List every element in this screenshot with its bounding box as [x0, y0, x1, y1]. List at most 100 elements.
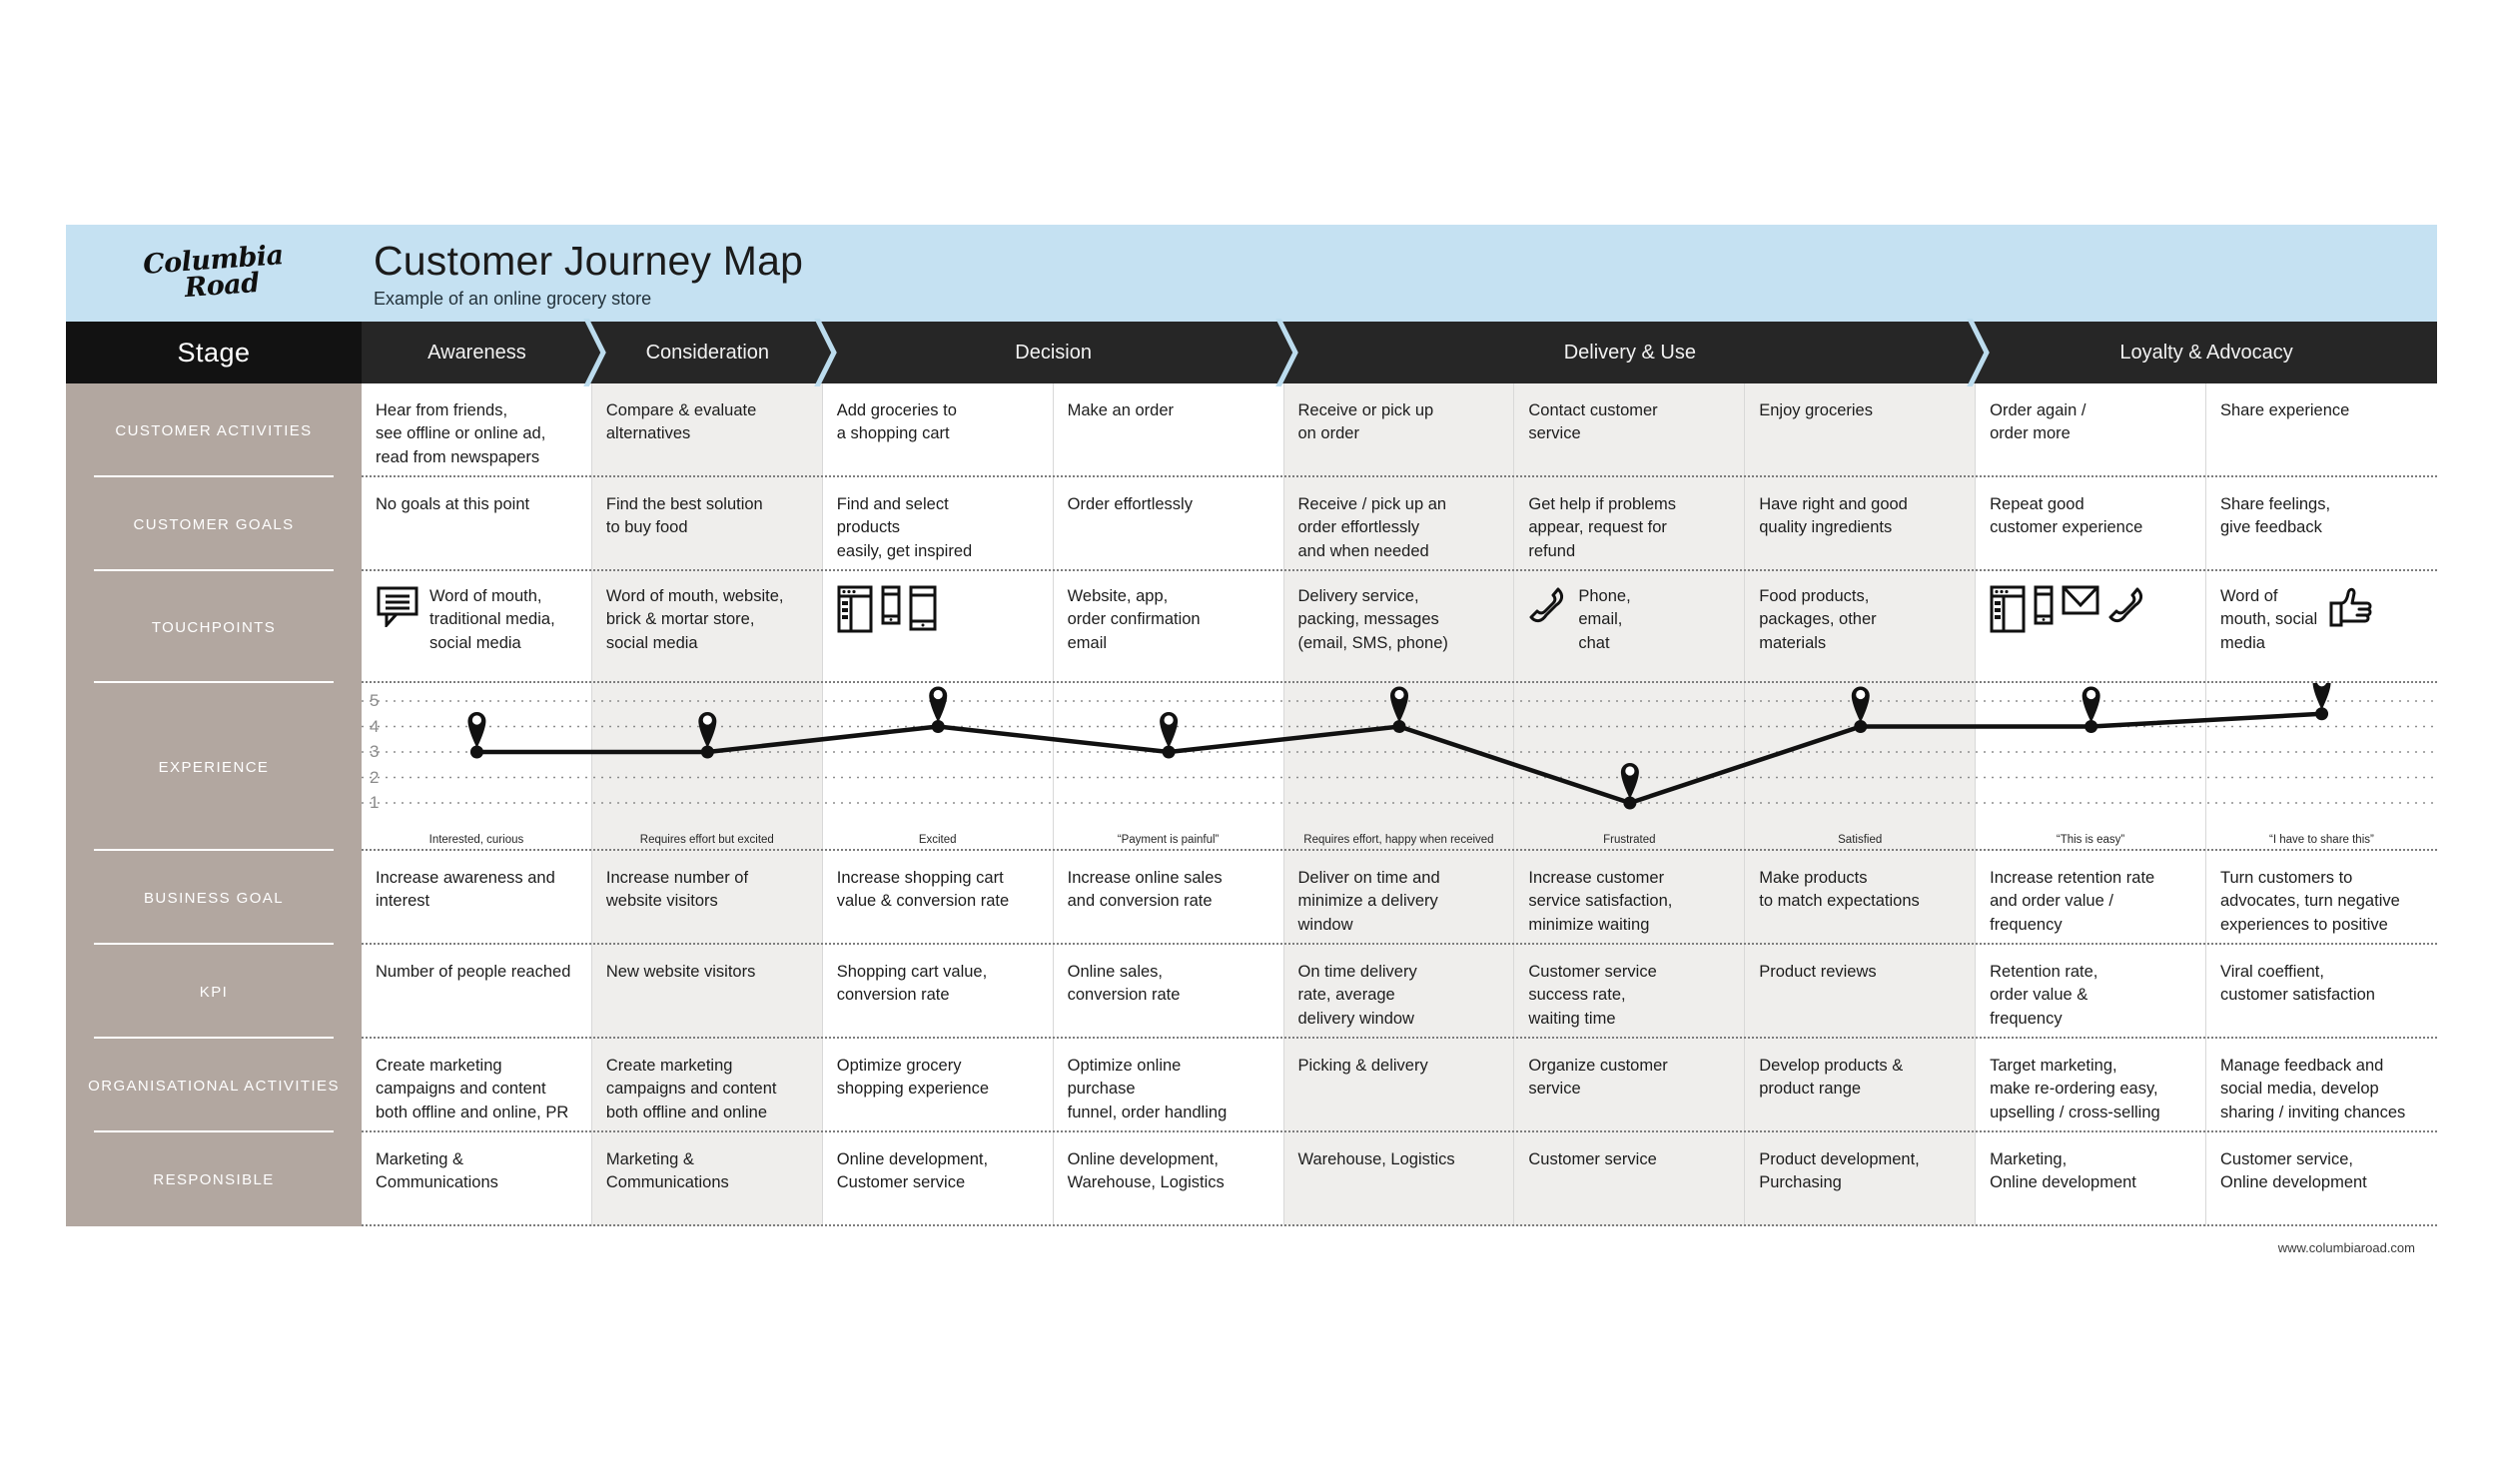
kpi-text: New website visitors: [605, 963, 756, 981]
responsible-text: Warehouse, Logistics: [1297, 1150, 1455, 1168]
experience-column: “I have to share this”: [2206, 683, 2437, 851]
responsible-cell: Marketing,Online development: [1976, 1132, 2206, 1226]
row-label-experience: EXPERIENCE: [66, 683, 362, 851]
customer-goal-cell: No goals at this point: [362, 477, 592, 571]
mobile-phone-icon: [881, 585, 901, 632]
touchpoint-icons: [1528, 585, 1568, 634]
responsible-cell: Marketing &Communications: [362, 1132, 592, 1226]
y-axis-tick: 1: [370, 793, 380, 812]
touchpoint-cell: [822, 571, 1054, 683]
touchpoint-icons: [1990, 585, 2147, 640]
kpi-text: Product reviews: [1759, 963, 1877, 981]
touchpoint-text: Word of mouth,traditional media,social m…: [429, 587, 555, 652]
responsible-text: Customer service: [1528, 1150, 1657, 1168]
experience-column: “This is easy”: [1976, 683, 2206, 851]
row-label-text: KPI: [199, 983, 229, 1001]
thumbs-up-icon: [2327, 585, 2373, 636]
row-label-text: CUSTOMER ACTIVITIES: [115, 421, 313, 439]
map-header: Columbia Road Customer Journey Map Examp…: [66, 225, 2437, 322]
row-label-text: EXPERIENCE: [158, 758, 270, 776]
page-title: Customer Journey Map: [374, 237, 804, 284]
touchpoint-icons: [2327, 585, 2373, 636]
responsible-text: Online development,Warehouse, Logistics: [1067, 1150, 1225, 1192]
y-axis-tick: 5: [370, 691, 380, 710]
mobile-phone-icon: [2034, 585, 2054, 632]
responsible-text: Product development,Purchasing: [1759, 1150, 1920, 1192]
y-axis-tick: 2: [370, 767, 380, 787]
responsible-cell: Product development,Purchasing: [1745, 1132, 1977, 1226]
map-columns: Hear from friends,see offline or online …: [362, 383, 2437, 1226]
y-axis-tick: 4: [370, 716, 380, 736]
responsible-cell: Customer service: [1514, 1132, 1746, 1226]
kpi-text: Number of people reached: [376, 963, 571, 981]
customer-goal-text: Order effortlessly: [1067, 495, 1193, 513]
footer-url: www.columbiaroad.com: [2277, 1240, 2415, 1255]
responsible-text: Marketing &Communications: [605, 1150, 729, 1192]
experience-caption: Frustrated: [1603, 834, 1656, 846]
browser-window-icon: [1990, 585, 2026, 640]
row-label-text: ORGANISATIONAL ACTIVITIES: [88, 1077, 340, 1095]
customer-activity-cell: Share experience: [2206, 383, 2437, 477]
experience-caption: Requires effort, happy when received: [1303, 834, 1494, 846]
kpi-text: Online sales,conversion rate: [1067, 963, 1181, 1005]
customer-activity-row: Hear from friends,see offline or online …: [362, 383, 2437, 477]
row-label-text: RESPONSIBLE: [153, 1170, 275, 1188]
kpi-cell: New website visitors: [591, 945, 823, 1039]
experience-caption: “I have to share this”: [2269, 834, 2374, 846]
tablet-icon: [909, 585, 937, 638]
stage-consideration[interactable]: Consideration: [592, 322, 823, 383]
stage-loyalty-advocacy[interactable]: Loyalty & Advocacy: [1976, 322, 2437, 383]
responsible-row: Marketing &Communications Marketing &Comm…: [362, 1132, 2437, 1226]
touchpoints-row: Word of mouth,traditional media,social m…: [362, 571, 2437, 683]
customer-goal-text: Share feelings,give feedback: [2220, 495, 2331, 537]
experience-column: Excited: [823, 683, 1054, 851]
customer-activity-cell: Make an order: [1053, 383, 1284, 477]
stage-awareness[interactable]: Awareness: [362, 322, 592, 383]
stage-decision[interactable]: Decision: [823, 322, 1284, 383]
touchpoint-text: Phone,email,chat: [1578, 587, 1631, 652]
row-label-responsible: RESPONSIBLE: [66, 1132, 362, 1226]
experience-caption: Satisfied: [1838, 834, 1883, 846]
row-label-customer-activities: CUSTOMER ACTIVITIES: [66, 383, 362, 477]
experience-column: Interested, curious: [362, 683, 592, 851]
responsible-text: Online development,Customer service: [836, 1150, 989, 1192]
stage-delivery-use[interactable]: Delivery & Use: [1284, 322, 1977, 383]
responsible-text: Marketing,Online development: [1990, 1150, 2136, 1192]
title-block: Customer Journey Map Example of an onlin…: [362, 238, 803, 310]
stage-label: Awareness: [427, 341, 526, 364]
touchpoint-cell: Delivery service,packing, messages(email…: [1283, 571, 1515, 683]
stage-label: Loyalty & Advocacy: [2119, 341, 2293, 364]
experience-column: “Payment is painful”: [1054, 683, 1284, 851]
stage-label: Delivery & Use: [1563, 341, 1696, 364]
row-label-business-goal: BUSINESS GOAL: [66, 851, 362, 945]
